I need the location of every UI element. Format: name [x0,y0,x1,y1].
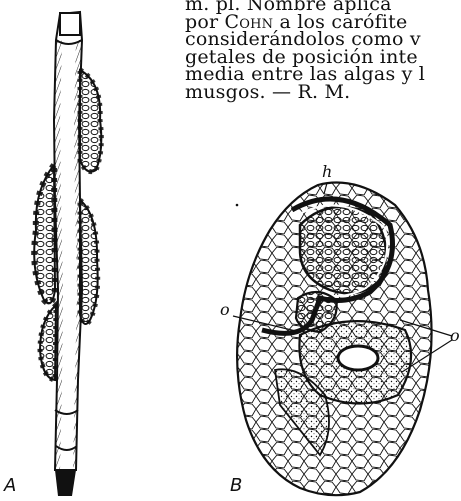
figure-b-section-group [233,183,452,496]
figure-label-a: A [4,475,16,496]
callout-o-left: o [220,300,230,319]
figure-label-b: B [230,475,242,496]
callout-o-right: o [450,326,460,345]
callout-h: h [322,162,332,181]
stem-a-group [34,12,101,496]
